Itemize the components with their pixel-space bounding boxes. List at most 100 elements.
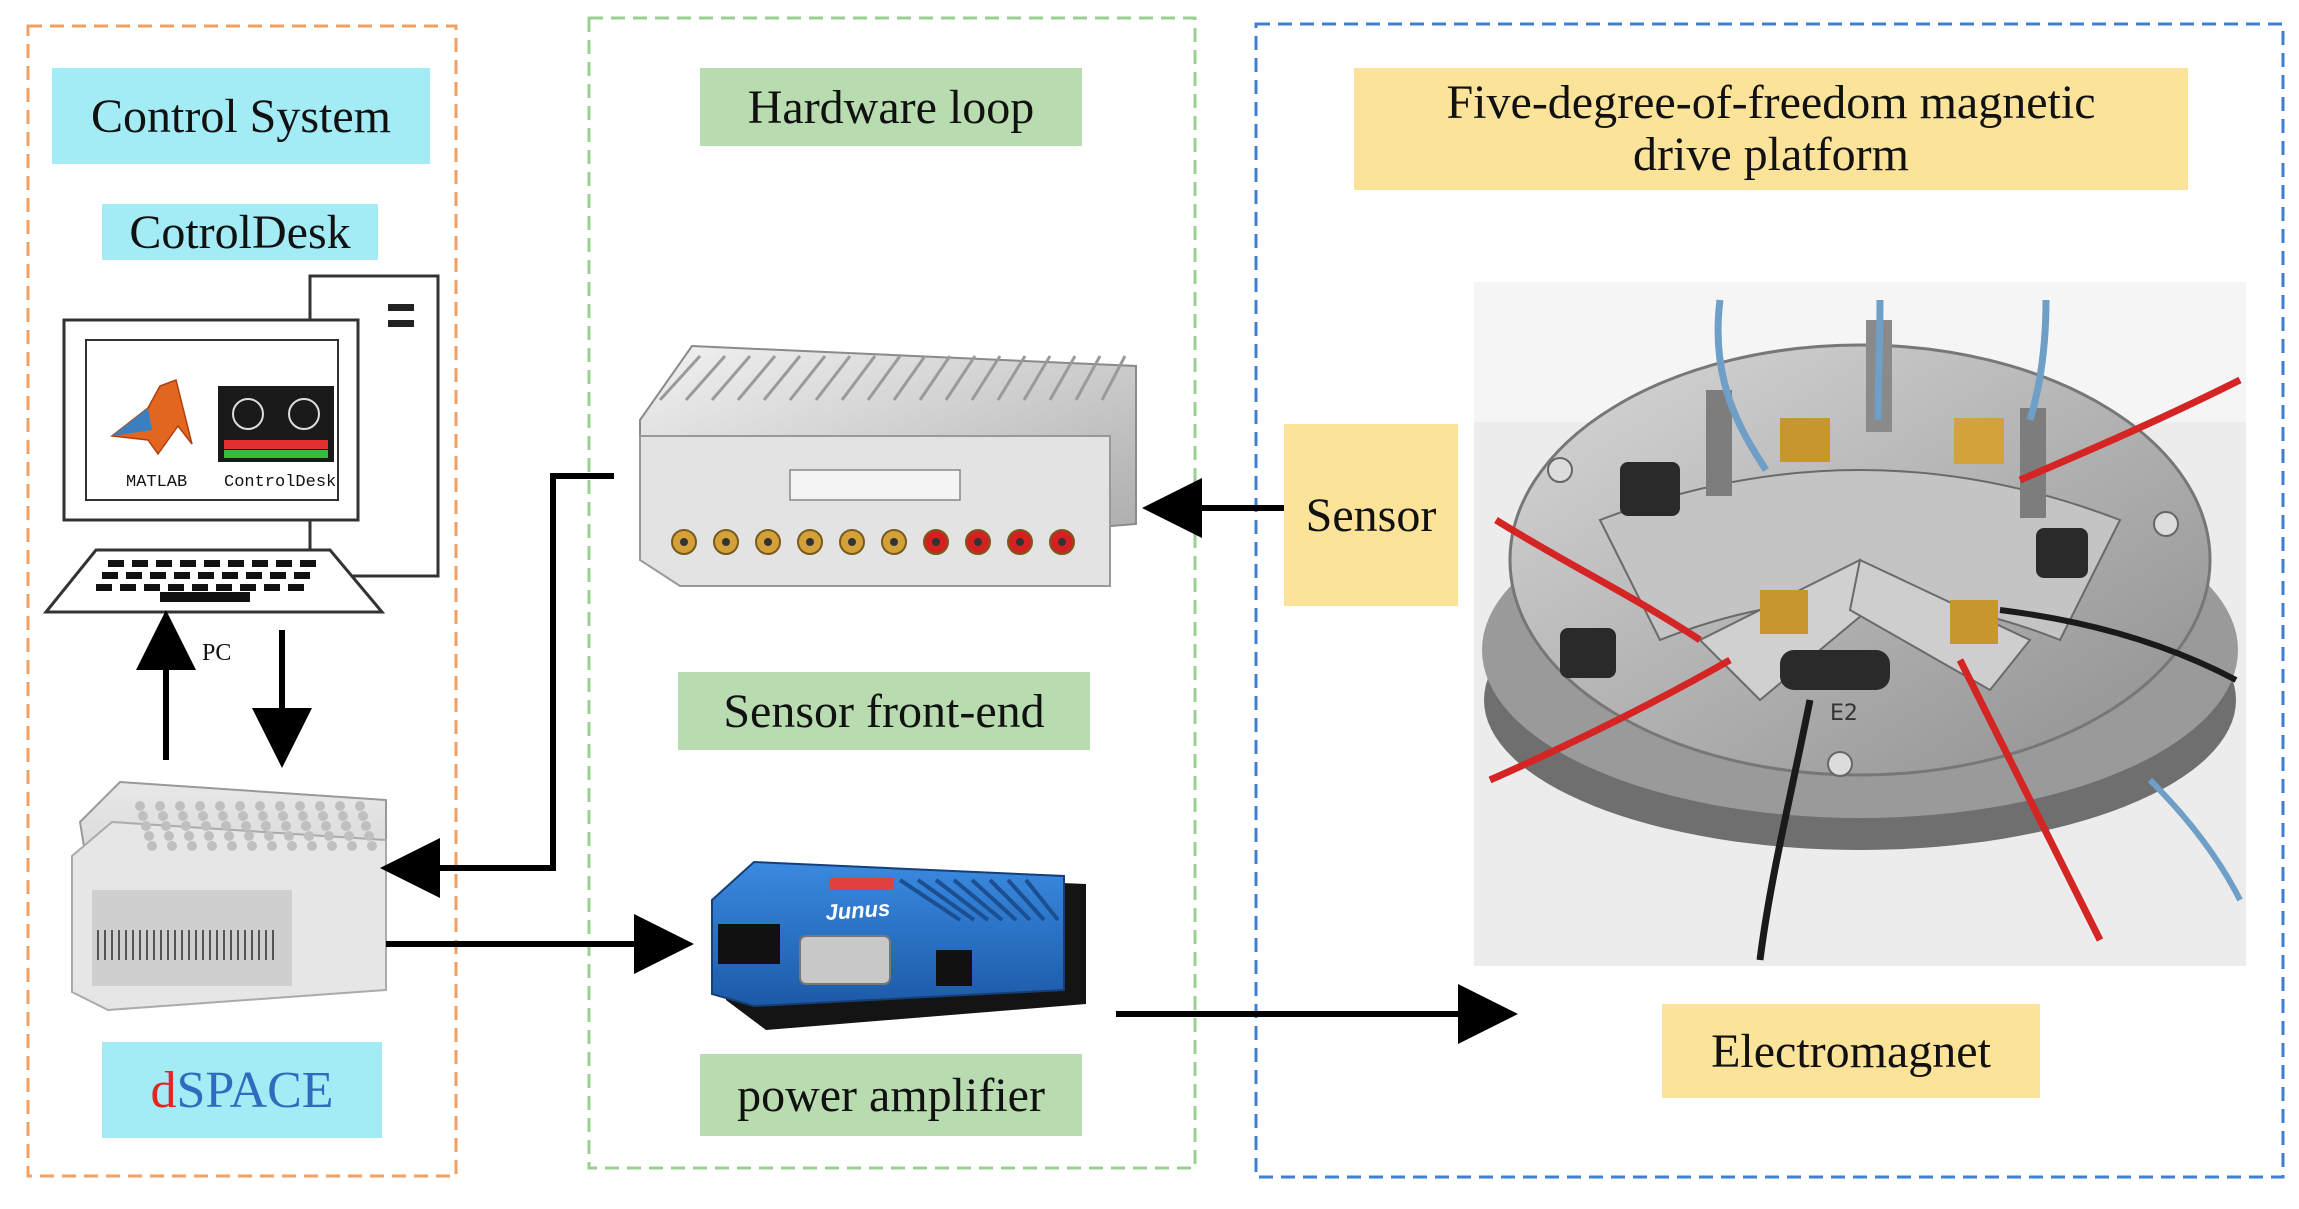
- dspace-connector-dot: [218, 811, 228, 821]
- heatsink-fin: [762, 355, 802, 401]
- dspace-connector-dot: [247, 841, 257, 851]
- platform-title-line2: drive platform: [1633, 128, 1909, 181]
- control-section-border: [26, 24, 458, 1178]
- keyboard-key: [270, 572, 286, 579]
- platform-title: Five-degree-of-freedom magnetic drive pl…: [1354, 68, 2188, 190]
- dspace-connector-dot: [284, 831, 294, 841]
- dspace-connector-dot: [298, 811, 308, 821]
- heatsink-fin: [710, 355, 752, 401]
- platform-title-line1: Five-degree-of-freedom magnetic: [1446, 76, 2096, 129]
- matlab-logo-icon: [110, 379, 193, 456]
- dspace-connector-dot: [264, 831, 274, 841]
- sensor-frontend-label: Sensor front-end: [678, 672, 1090, 750]
- dspace-connector-dot: [258, 811, 268, 821]
- controldesk-title: CotrolDesk: [102, 204, 378, 260]
- heatsink-fin: [996, 355, 1027, 401]
- heatsink-fin: [1048, 355, 1077, 401]
- keyboard-key: [192, 584, 208, 591]
- dspace-rest: SPACE: [176, 1061, 334, 1119]
- dspace-connector-dot: [318, 811, 328, 821]
- sensor-label: Sensor: [1284, 424, 1458, 606]
- sensor-frontend-image: [639, 344, 1137, 587]
- dspace-connector-dot: [295, 801, 305, 811]
- dspace-connector-dot: [267, 841, 277, 851]
- power-amplifier-image: Junus: [711, 860, 1086, 1030]
- dspace-connector-dot: [224, 831, 234, 841]
- dspace-connector-dot: [255, 801, 265, 811]
- magnetic-platform-photo: E2: [1474, 282, 2246, 966]
- dspace-connector-dot: [227, 841, 237, 851]
- power-amplifier-label: power amplifier: [700, 1054, 1082, 1136]
- keyboard-key: [276, 560, 292, 567]
- dspace-connector-dot: [138, 811, 148, 821]
- keyboard-key: [180, 560, 196, 567]
- keyboard-key: [102, 572, 118, 579]
- keyboard-key: [288, 584, 304, 591]
- pc-label: PC: [202, 640, 231, 666]
- amplifier-ridge: [988, 878, 1032, 922]
- dspace-connector-dot: [181, 821, 191, 831]
- dspace-connector-dot: [344, 831, 354, 841]
- heatsink-fin: [840, 355, 877, 401]
- dspace-connector-dot: [221, 821, 231, 831]
- keyboard-key: [222, 572, 238, 579]
- hardware-loop-title: Hardware loop: [700, 68, 1082, 146]
- dspace-connector-dot: [198, 811, 208, 821]
- dspace-connector-dot: [207, 841, 217, 851]
- heatsink-fin: [970, 355, 1002, 401]
- keyboard-key: [240, 584, 256, 591]
- dspace-connector-dot: [158, 811, 168, 821]
- dspace-connector-dot: [187, 841, 197, 851]
- dspace-connector-dot: [301, 821, 311, 831]
- dspace-connector-dot: [338, 811, 348, 821]
- keyboard-key: [204, 560, 220, 567]
- dspace-connector-dot: [204, 831, 214, 841]
- amplifier-ridge: [1006, 878, 1046, 922]
- keyboard-key: [156, 560, 172, 567]
- keyboard-key: [126, 572, 142, 579]
- dspace-connector-dot: [147, 841, 157, 851]
- dspace-connector-dot: [241, 821, 251, 831]
- keyboard-key: [198, 572, 214, 579]
- dspace-connector-dot: [167, 841, 177, 851]
- pc-keyboard: [42, 548, 386, 614]
- dspace-connector-dot: [201, 821, 211, 831]
- dspace-connector-dot: [327, 841, 337, 851]
- heatsink-fin: [1100, 355, 1127, 401]
- dspace-unit-image: [71, 780, 387, 1012]
- heatsink-fin: [944, 355, 977, 401]
- dspace-connector-dot: [155, 801, 165, 811]
- heatsink-fin: [1022, 355, 1052, 401]
- platform-section-border: [1254, 22, 2285, 1179]
- dspace-connector-dot: [364, 831, 374, 841]
- keyboard-key: [252, 560, 268, 567]
- heatsink-fin: [814, 355, 852, 401]
- dspace-connector-dot: [164, 831, 174, 841]
- heatsink-fin: [658, 354, 702, 402]
- keyboard-key: [120, 584, 136, 591]
- controldesk-screen-label: ControlDesk: [224, 473, 336, 492]
- dspace-connector-dot: [315, 801, 325, 811]
- keyboard-key: [132, 560, 148, 567]
- dspace-connector-dot: [287, 841, 297, 851]
- dspace-connector-dot: [335, 801, 345, 811]
- dspace-connector-dot: [235, 801, 245, 811]
- dspace-connector-dot: [355, 801, 365, 811]
- keyboard-key: [174, 572, 190, 579]
- dspace-connector-dot: [184, 831, 194, 841]
- dspace-connector-dot: [261, 821, 271, 831]
- electromagnet-label: Electromagnet: [1662, 1004, 2040, 1098]
- keyboard-key: [294, 572, 310, 579]
- heatsink-fin: [918, 355, 952, 401]
- keyboard-key: [108, 560, 124, 567]
- amplifier-ridge: [916, 878, 976, 922]
- dspace-prefix: d: [150, 1061, 177, 1119]
- heatsink-fin: [788, 355, 827, 401]
- amplifier-brand-text: Junus: [825, 896, 891, 925]
- dspace-connector-dot: [358, 811, 368, 821]
- heatsink-fin: [736, 355, 777, 401]
- amplifier-ridge: [1024, 878, 1060, 922]
- amplifier-ridge: [934, 878, 990, 922]
